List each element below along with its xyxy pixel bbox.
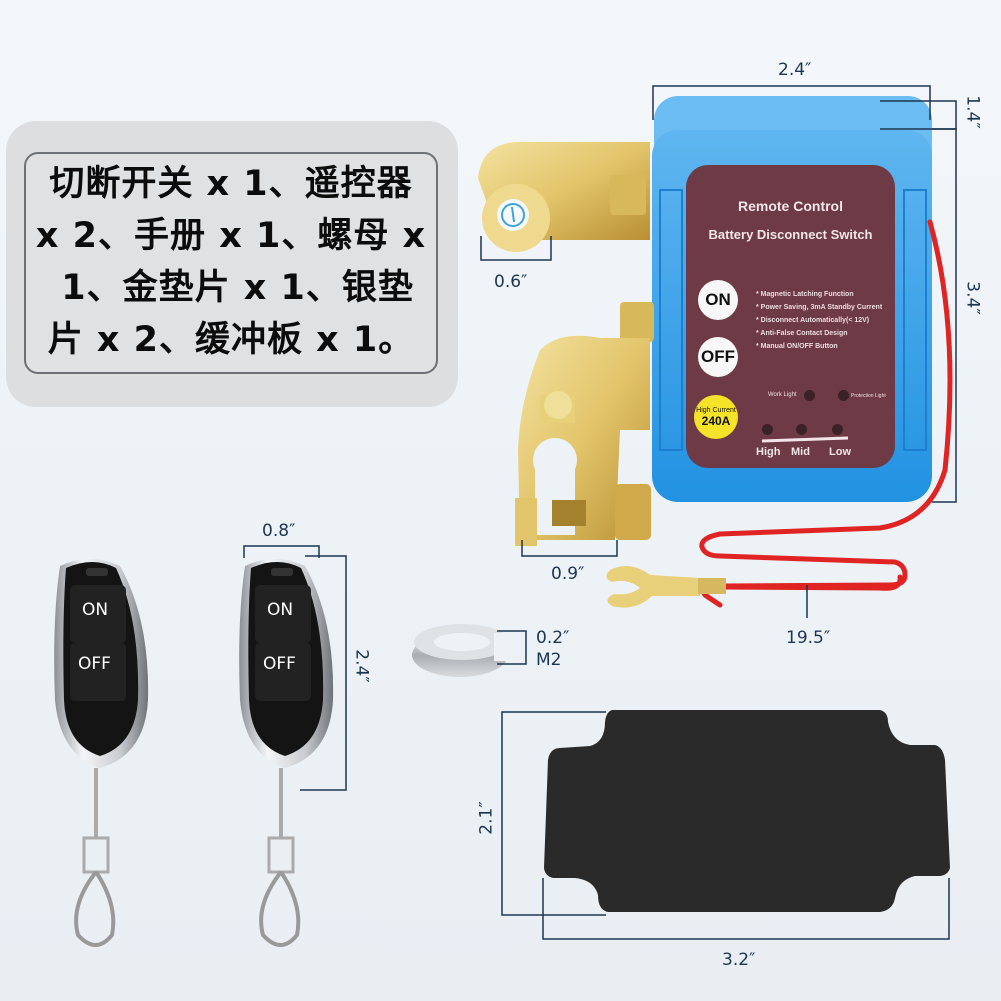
- on-button[interactable]: ON: [698, 280, 738, 320]
- dim-wire-length: 19.5″: [786, 628, 831, 648]
- remote-2-on-label: ON: [267, 600, 294, 620]
- feature-item: * Magnetic Latching Function: [756, 291, 854, 298]
- dim-switch-width: 2.4″: [778, 60, 812, 80]
- rubber-pad: [544, 710, 950, 912]
- package-contents-frame: [24, 152, 438, 374]
- dim-switch-height: 3.4″: [962, 281, 983, 315]
- current-rating-badge: High Current 240A: [694, 395, 738, 439]
- positive-terminal: [478, 142, 650, 252]
- level-led-high: [762, 424, 773, 435]
- contents-line: 片 x 2、缓冲板 x 1。: [47, 320, 415, 360]
- dim-washer-thickness: 0.2″: [536, 628, 570, 648]
- level-bar: [762, 436, 848, 443]
- ring-terminal: [606, 566, 726, 608]
- spring-washer: [412, 624, 512, 677]
- package-contents-text: 切断开关 x 1、遥控器 x 2、手册 x 1、螺母 x 1、金垫片 x 1、银…: [26, 158, 436, 366]
- feature-item: * Anti-False Contact Design: [756, 330, 848, 337]
- dim-clamp-width: 0.9″: [551, 564, 585, 584]
- contents-line: 1、金垫片 x 1、银垫: [48, 268, 414, 308]
- switch-front-panel: Remote Control Battery Disconnect Switch…: [686, 165, 895, 468]
- contents-line: 切断开关 x 1、遥控器: [49, 164, 413, 204]
- dim-pad-height: 2.1″: [476, 801, 497, 835]
- remote-1: [54, 559, 149, 947]
- work-light-led: [804, 390, 815, 401]
- red-wire: [699, 219, 953, 608]
- contents-line: x 2、手册 x 1、螺母 x: [35, 216, 427, 256]
- off-button[interactable]: OFF: [698, 337, 738, 377]
- remote-2: [239, 559, 334, 947]
- level-label-high: High: [756, 446, 781, 458]
- dim-terminal-cap: 0.6″: [494, 272, 528, 292]
- feature-item: * Disconnect Automatically(< 12V): [756, 317, 870, 324]
- badge-caption: High Current: [696, 406, 736, 414]
- dim-switch-depth: 1.4″: [962, 95, 983, 129]
- dim-remote-height: 2.4″: [351, 649, 372, 683]
- level-label-low: Low: [829, 446, 851, 458]
- panel-title: Remote Control: [738, 198, 843, 214]
- dim-washer-size: M2: [536, 650, 562, 670]
- battery-clamp: [515, 302, 654, 546]
- protection-light-led: [838, 390, 849, 401]
- feature-list: * Magnetic Latching Function * Power Sav…: [756, 288, 882, 353]
- dim-pad-width: 3.2″: [722, 950, 756, 970]
- level-led-low: [832, 424, 843, 435]
- remote-1-on-label: ON: [82, 600, 109, 620]
- protection-light-label: Protection Light: [851, 393, 886, 399]
- panel-subtitle: Battery Disconnect Switch: [708, 227, 873, 242]
- remote-2-off-label: OFF: [263, 654, 296, 674]
- remote-1-off-label: OFF: [78, 654, 111, 674]
- dimension-lines: [243, 85, 957, 940]
- work-light-label: Work Light: [768, 392, 797, 398]
- dim-remote-width: 0.8″: [262, 521, 296, 541]
- level-label-mid: Mid: [791, 446, 810, 458]
- feature-item: * Power Saving, 3mA Standby Current: [756, 304, 883, 311]
- level-led-mid: [796, 424, 807, 435]
- badge-value: 240A: [701, 413, 731, 428]
- feature-item: * Manual ON/OFF Button: [756, 343, 838, 350]
